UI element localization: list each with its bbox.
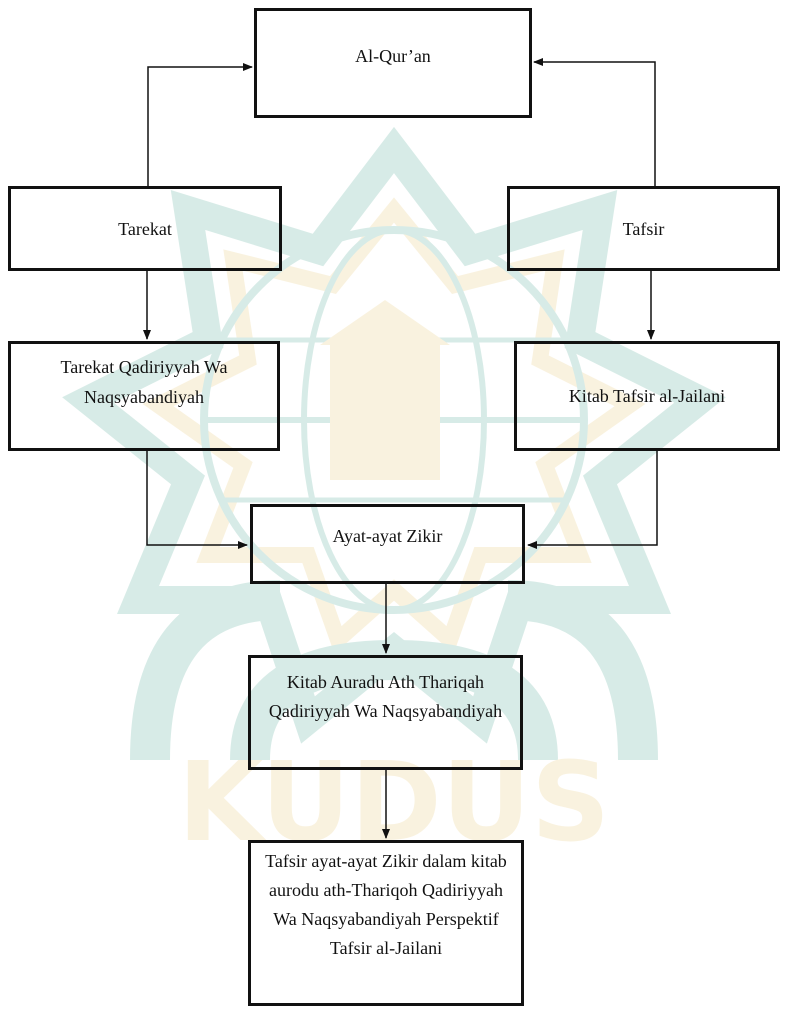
arrow-tqn-to-zikir bbox=[146, 451, 248, 549]
watermark-tower bbox=[330, 340, 440, 480]
arrow-tarekat-to-quran bbox=[147, 63, 253, 186]
node-label: Tafsir bbox=[622, 218, 665, 239]
node-kitab-tafsir-al-jailani: Kitab Tafsir al-Jailani bbox=[514, 341, 780, 451]
node-label: Kitab Auradu Ath Thariqah Qadiriyyah Wa … bbox=[268, 672, 503, 721]
arrow-tafsir-to-quran bbox=[533, 58, 656, 186]
node-kitab-auradu: Kitab Auradu Ath Thariqah Qadiriyyah Wa … bbox=[248, 655, 523, 770]
node-label: Ayat-ayat Zikir bbox=[332, 526, 443, 546]
node-tafsir: Tafsir bbox=[507, 186, 780, 271]
node-label: Tarekat Qadiriyyah Wa Naqsyabandiyah bbox=[60, 357, 228, 407]
watermark-inner-star bbox=[142, 197, 646, 654]
node-label: Kitab Tafsir al-Jailani bbox=[568, 386, 726, 406]
node-label: Al-Qur’an bbox=[355, 46, 431, 66]
node-tarekat: Tarekat bbox=[8, 186, 282, 271]
node-tafsir-final: Tafsir ayat-ayat Zikir dalam kitab aurod… bbox=[248, 840, 524, 1006]
watermark-globe bbox=[200, 226, 588, 614]
watermark-arches bbox=[130, 580, 658, 761]
node-tarekat-qadiriyyah: Tarekat Qadiriyyah Wa Naqsyabandiyah bbox=[8, 341, 280, 451]
node-label: Tarekat bbox=[118, 218, 172, 239]
node-ayat-ayat-zikir: Ayat-ayat Zikir bbox=[250, 504, 525, 584]
node-al-quran: Al-Qur’an bbox=[254, 8, 532, 118]
node-label: Tafsir ayat-ayat Zikir dalam kitab aurod… bbox=[265, 851, 507, 958]
watermark-star bbox=[62, 126, 726, 744]
arrow-jailani-to-zikir bbox=[527, 451, 658, 549]
